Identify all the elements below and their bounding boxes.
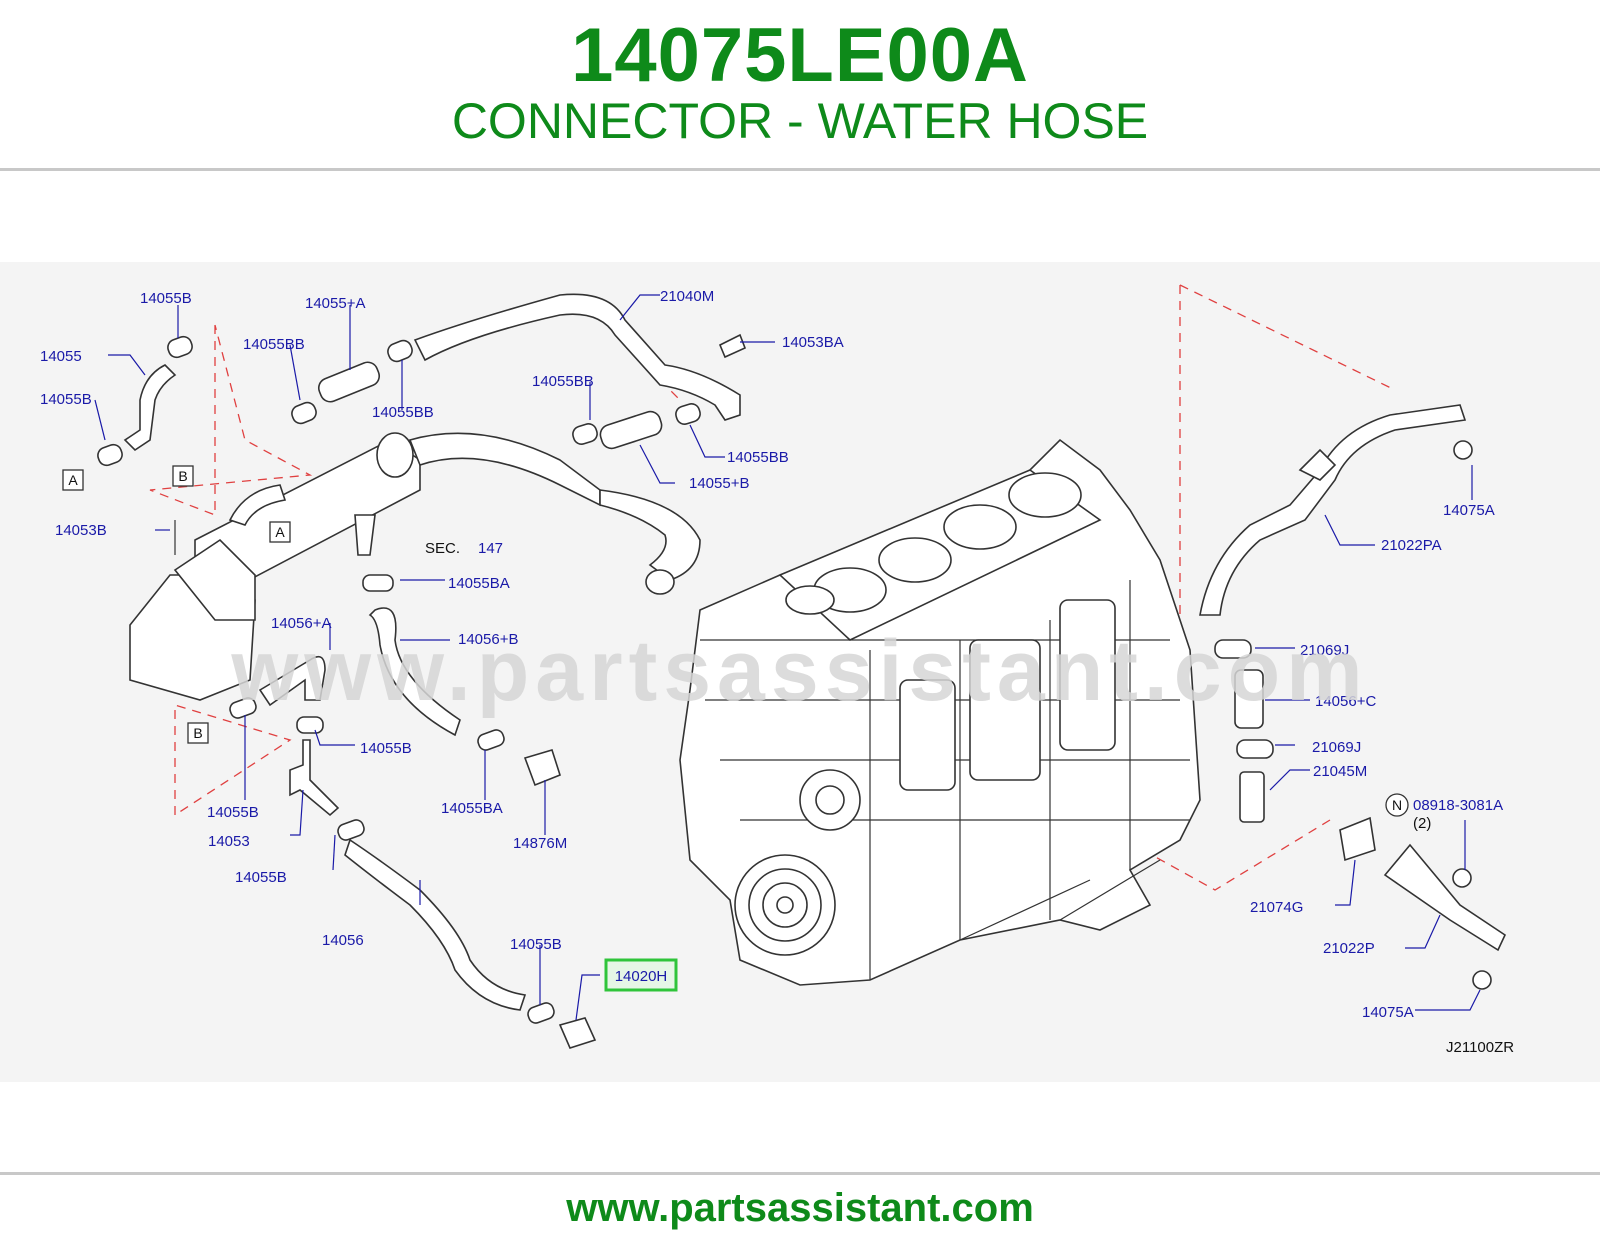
- label-14055b[interactable]: 14055B: [235, 869, 287, 886]
- label-14056[interactable]: 14056: [322, 932, 364, 949]
- label-14055bb[interactable]: 14055BB: [532, 373, 594, 390]
- label-14055bb[interactable]: 14055BB: [243, 336, 305, 353]
- svg-text:A: A: [275, 524, 285, 540]
- ref-box-b-1: B: [172, 465, 194, 487]
- label-14055bb[interactable]: 14055BB: [372, 404, 434, 421]
- label-14055b[interactable]: 14055B: [360, 740, 412, 757]
- lower-hoses: [174, 520, 597, 1049]
- label-21040m[interactable]: 21040M: [660, 288, 714, 305]
- ref-box-a-1: A: [62, 469, 84, 491]
- drawing-code: J21100ZR: [1446, 1039, 1514, 1056]
- highlighted-part-label[interactable]: 14020H: [615, 968, 668, 985]
- part-name: CONNECTOR - WATER HOSE: [451, 93, 1149, 149]
- footer-divider: [0, 1172, 1600, 1175]
- label-14056-a[interactable]: 14056+A: [271, 615, 331, 632]
- label-14055ba[interactable]: 14055BA: [448, 575, 510, 592]
- upper-hoses: [97, 293, 747, 467]
- label-14053b[interactable]: 14053B: [55, 522, 107, 539]
- label-14876m[interactable]: 14876M: [513, 835, 567, 852]
- label-14075a[interactable]: 14075A: [1362, 1004, 1414, 1021]
- header: 14075LE00A CONNECTOR - WATER HOSE: [0, 0, 1600, 168]
- label-14055-b[interactable]: 14055+B: [689, 475, 749, 492]
- part-labels: 14055B 14055 14055B 14055+A 14055BB 1405…: [40, 288, 1514, 1056]
- label-14075a[interactable]: 14075A: [1443, 502, 1495, 519]
- label-quantity: (2): [1413, 815, 1431, 832]
- label-14056-b[interactable]: 14056+B: [458, 631, 518, 648]
- label-21069j[interactable]: 21069J: [1300, 642, 1349, 659]
- svg-text:N: N: [1392, 797, 1402, 813]
- label-21022pa[interactable]: 21022PA: [1381, 537, 1442, 554]
- label-14055b[interactable]: 14055B: [207, 804, 259, 821]
- footer-url[interactable]: www.partsassistant.com: [566, 1186, 1034, 1230]
- label-14055b[interactable]: 14055B: [510, 936, 562, 953]
- header-divider: [0, 168, 1600, 171]
- highlighted-part[interactable]: 14020H: [604, 958, 678, 992]
- svg-text:B: B: [193, 725, 202, 741]
- label-14053ba[interactable]: 14053BA: [782, 334, 844, 351]
- label-sec-prefix: SEC.: [425, 540, 460, 557]
- label-21069j[interactable]: 21069J: [1312, 739, 1361, 756]
- watermark: www.partsassistant.com: [231, 623, 1369, 719]
- label-08918-3081a[interactable]: 08918-3081A: [1413, 797, 1503, 814]
- ref-box-b-2: B: [187, 722, 209, 744]
- leader-lines: [94, 294, 1481, 1021]
- parts-diagram: A B A B N 14020H 14055B 14055 14055B 14: [0, 262, 1600, 1082]
- label-14055-a[interactable]: 14055+A: [305, 295, 365, 312]
- label-14056-c[interactable]: 14056+C: [1315, 693, 1376, 710]
- label-sec-number[interactable]: 147: [478, 540, 503, 557]
- ref-box-a-2: A: [269, 521, 291, 543]
- label-14055[interactable]: 14055: [40, 348, 82, 365]
- label-14055bb[interactable]: 14055BB: [727, 449, 789, 466]
- label-14055ba[interactable]: 14055BA: [441, 800, 503, 817]
- right-pipes: [1199, 404, 1507, 990]
- label-21045m[interactable]: 21045M: [1313, 763, 1367, 780]
- label-14055b[interactable]: 14055B: [140, 290, 192, 307]
- part-number: 14075LE00A: [571, 13, 1029, 98]
- label-21022p[interactable]: 21022P: [1323, 940, 1375, 957]
- label-21074g[interactable]: 21074G: [1250, 899, 1303, 916]
- svg-text:B: B: [178, 468, 187, 484]
- label-14053[interactable]: 14053: [208, 833, 250, 850]
- ref-circle-n: N: [1385, 793, 1409, 817]
- egr-cooler: [129, 432, 701, 701]
- label-14055b[interactable]: 14055B: [40, 391, 92, 408]
- diagram-svg: A B A B N 14020H 14055B 14055 14055B 14: [40, 284, 1514, 1056]
- engine-block: [679, 438, 1201, 986]
- svg-text:A: A: [68, 472, 78, 488]
